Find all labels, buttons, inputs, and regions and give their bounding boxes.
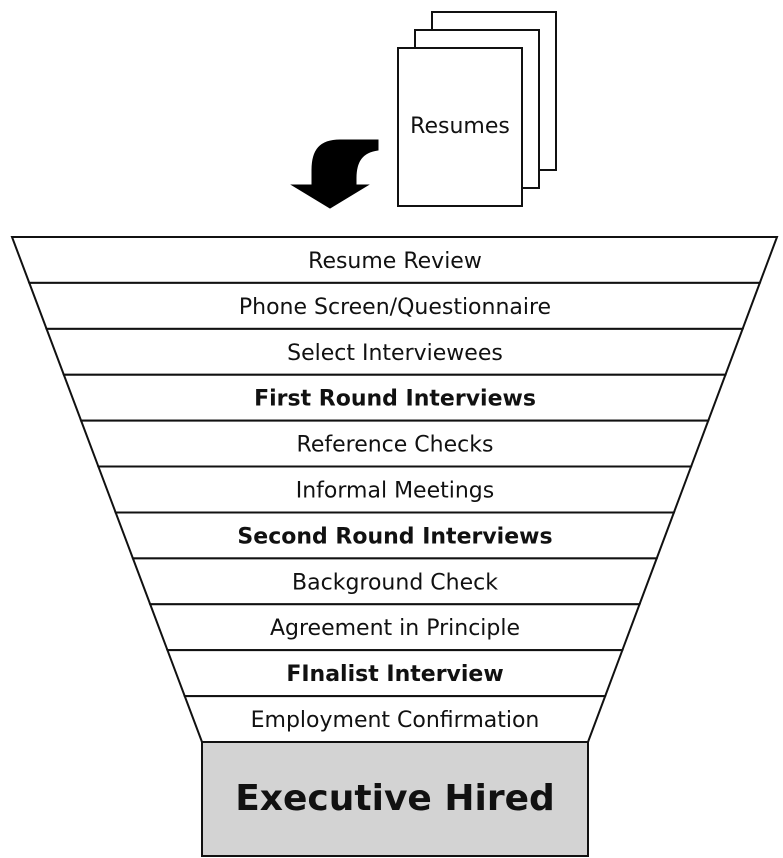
funnel-stage-label: Second Round Interviews [237, 524, 552, 549]
funnel-stage-label: Resume Review [308, 249, 482, 274]
resumes-label: Resumes [410, 114, 510, 139]
document-stack-icon: Resumes [397, 11, 557, 207]
funnel-stage: Employment Confirmation [183, 695, 607, 743]
funnel-stage-label: Informal Meetings [296, 479, 494, 504]
funnel-stage-label: Select Interviewees [287, 341, 503, 366]
result-box-fill [201, 741, 589, 857]
funnel-stage: Select Interviewees [45, 327, 745, 376]
funnel-stage-label: FInalist Interview [286, 662, 503, 687]
funnel-stage: Second Round Interviews [114, 511, 676, 560]
funnel-stage: First Round Interviews [62, 373, 727, 422]
funnel-stage-label: Background Check [292, 570, 498, 595]
funnel-stage-label: Employment Confirmation [251, 708, 540, 733]
funnel-stage: Resume Review [10, 236, 779, 284]
funnel-stage: Phone Screen/Questionnaire [27, 281, 762, 330]
funnel-stage-label: Agreement in Principle [270, 616, 520, 641]
funnel-stage: Reference Checks [79, 419, 710, 468]
funnel-stage: FInalist Interview [166, 649, 624, 698]
result-box: Executive Hired [201, 741, 589, 857]
result-label: Executive Hired [235, 778, 555, 819]
funnel-stage-label: Phone Screen/Questionnaire [239, 295, 551, 320]
funnel-stage: Agreement in Principle [148, 603, 641, 652]
funnel-stage-label: First Round Interviews [254, 387, 536, 412]
funnel-stage: Background Check [131, 557, 659, 606]
curved-down-arrow-icon [290, 139, 379, 209]
funnel-stage-label: Reference Checks [297, 433, 494, 458]
funnel-stage: Informal Meetings [96, 465, 693, 514]
